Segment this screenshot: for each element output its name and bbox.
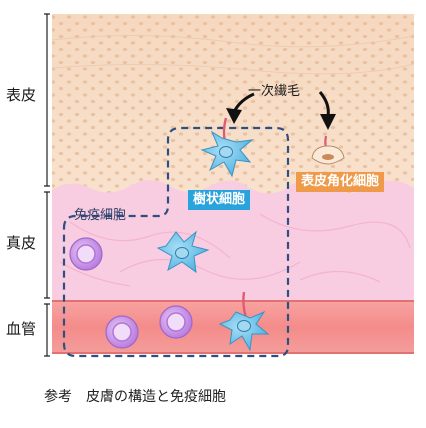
dendritic-cell-epidermis [200, 117, 254, 178]
immune-cells-label: 免疫細胞 [74, 208, 127, 223]
epidermis-label: 表皮 [6, 86, 37, 104]
dermis-fibers [59, 213, 411, 287]
primary-cilium-label: 一次繊毛 [248, 84, 301, 99]
dendritic-cell-dermis [156, 230, 210, 274]
dendritic-cell-tag: 樹状細胞 [188, 190, 251, 210]
dermis-label: 真皮 [6, 234, 37, 252]
keratinocyte-tag: 表皮角化細胞 [296, 172, 385, 192]
keratinocyte-cell [311, 135, 345, 165]
immune-cells-outline [62, 126, 290, 358]
dendritic-cell-vessel [218, 291, 270, 352]
dermis-layer [52, 179, 414, 306]
immune-cell-vessel-right [159, 305, 193, 339]
immune-cell-vessel-left [105, 315, 139, 349]
figure-caption: 参考 皮膚の構造と免疫細胞 [44, 389, 226, 405]
layer-brackets [44, 13, 50, 357]
cilium-arrows [226, 91, 336, 130]
immune-cell-dermis [69, 237, 103, 271]
blood-vessel-label: 血管 [6, 320, 37, 338]
